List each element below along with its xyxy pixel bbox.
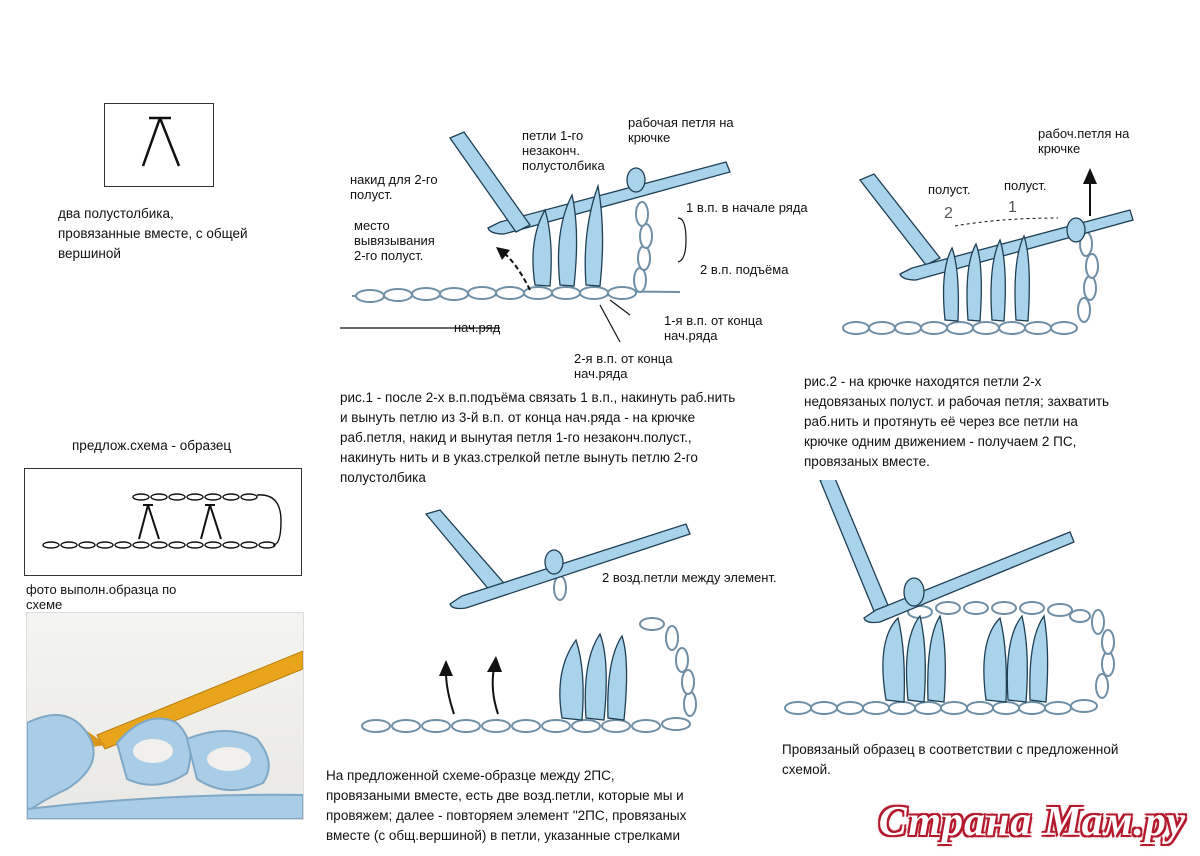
fig2-num2: 2 xyxy=(944,205,953,222)
yellow-hook-icon xyxy=(83,650,303,750)
fig1-illustration xyxy=(340,131,731,343)
fig1-label-rabochaya: рабочая петля на крючке xyxy=(628,115,734,145)
photo-caption: фото выполн.образца по схеме xyxy=(26,582,177,612)
symbol-box xyxy=(104,103,214,187)
scheme-title: предлож.схема - образец xyxy=(72,438,232,453)
fig1-caption: рис.1 - после 2-х в.п.подъёма связать 1 … xyxy=(340,390,736,485)
fig1-label-nakid: накид для 2-го полуст. xyxy=(350,172,438,202)
fig1-label-petli: петли 1-го незаконч. полустолбика xyxy=(522,128,605,173)
fig4-illustration xyxy=(784,480,1115,715)
loops-on-hook xyxy=(532,167,646,287)
fig3-illustration xyxy=(361,509,697,733)
fig2-label-polust-right: полуст. xyxy=(1004,178,1047,193)
fig2-label-rabochaya: рабоч.петля на крючке xyxy=(1038,126,1130,156)
two-half-dc-symbol-icon xyxy=(141,116,181,167)
fig1-label-mesto: место вывязывания 2-го полуст. xyxy=(354,218,435,263)
fig3-caption: На предложенной схеме-образце между 2ПС,… xyxy=(326,768,687,843)
sample-photo xyxy=(26,612,304,820)
crochet-hook-icon xyxy=(487,161,731,235)
fig1-label-vp2-lift: 2 в.п. подъёма xyxy=(700,262,789,277)
fig1-label-vp1-end: 1-я в.п. от конца нач.ряда xyxy=(664,313,763,343)
fig2-caption: рис.2 - на крючке находятся петли 2-х не… xyxy=(804,374,1110,469)
fig2-num1: 1 xyxy=(1008,199,1017,216)
fig1-label-vp2-end: 2-я в.п. от конца нач.ряда xyxy=(574,351,673,381)
foundation-chain xyxy=(351,286,681,303)
scheme-box xyxy=(24,468,302,576)
site-watermark: Страна Мам.ру xyxy=(878,799,1186,845)
scheme-diagram xyxy=(42,493,282,549)
turning-chain xyxy=(633,201,653,293)
symbol-caption: два полустолбика, провязанные вместе, с … xyxy=(58,206,248,261)
fig3-label: 2 возд.петли между элемент. xyxy=(602,570,777,585)
fig4-caption: Провязаный образец в соответствии с пред… xyxy=(782,742,1119,777)
fig1-label-nach-ryad: нач.ряд xyxy=(454,320,501,335)
fig2-label-polust-left: полуст. xyxy=(928,182,971,197)
fig2-illustration: 2 1 xyxy=(842,168,1134,335)
fig1-label-vp1-start: 1 в.п. в начале ряда xyxy=(686,200,808,215)
crochet-hook-icon xyxy=(449,523,691,610)
